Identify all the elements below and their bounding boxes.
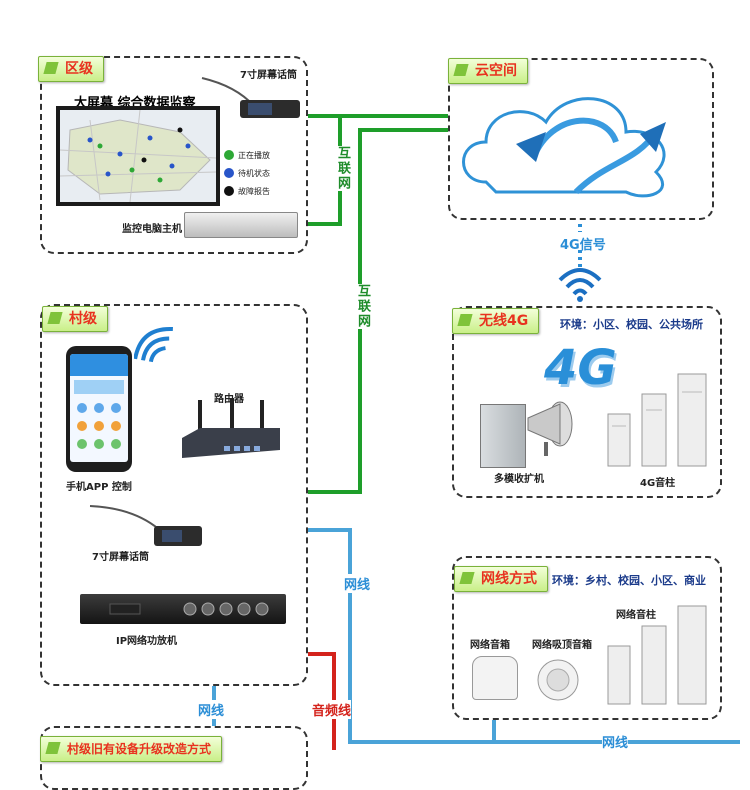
- ceiling-speaker-icon: [537, 659, 579, 701]
- phone-screen: [70, 354, 128, 462]
- lan-label-3: 网线: [602, 732, 629, 751]
- network-column-label: 网络音柱: [616, 610, 656, 621]
- legend-dot-black: [224, 186, 234, 196]
- wireless-tag: 无线4G: [452, 308, 540, 334]
- signal-label: 4G信号: [560, 238, 606, 253]
- village-tag: 村级: [42, 306, 108, 332]
- 4g-column-label: 4G音柱: [640, 478, 676, 489]
- wireless-env: 环境：小区、校园、公共场所: [560, 318, 703, 331]
- cloud-icon: [462, 97, 666, 198]
- map-display-icon: [59, 109, 217, 203]
- internet-label-1: 互联网: [333, 146, 352, 191]
- network-speaker-label: 网络音箱: [470, 640, 510, 651]
- phone-banner: [74, 380, 124, 394]
- host-computer-icon: [184, 212, 298, 238]
- router-label: 路由器: [214, 394, 244, 405]
- legend-dot-green: [224, 150, 234, 160]
- district-tag: 区级: [38, 56, 104, 82]
- status-legend: 正在播放 待机状态 故障报告: [224, 146, 270, 200]
- legend-text-fault: 故障报告: [238, 186, 270, 196]
- router-icon: [182, 398, 280, 458]
- receiver-box-icon: [480, 404, 526, 468]
- receiver-label: 多模收扩机: [494, 474, 544, 485]
- legend-dot-blue: [224, 168, 234, 178]
- network-column-speakers-icon: [607, 605, 707, 705]
- legend-item-playing: 正在播放: [224, 146, 270, 164]
- wifi-signal-icon: [558, 268, 602, 302]
- host-label: 监控电脑主机: [122, 224, 182, 235]
- upgrade-tag: 村级旧有设备升级改造方式: [40, 736, 223, 762]
- monitor-screen: [56, 106, 220, 206]
- amplifier-knobs-icon: [109, 602, 269, 616]
- lan-label-1: 网线: [344, 574, 371, 593]
- phone-header: [70, 354, 128, 376]
- legend-text-standby: 待机状态: [238, 168, 270, 178]
- phone-wifi-icon: [134, 327, 173, 363]
- 4g-column-speakers-icon: [607, 373, 707, 467]
- phone-label: 手机APP 控制: [66, 482, 132, 493]
- district-mic-icon: [201, 77, 300, 118]
- lan-label-2: 网线: [198, 700, 225, 719]
- legend-item-fault: 故障报告: [224, 182, 270, 200]
- legend-item-standby: 待机状态: [224, 164, 270, 182]
- amplifier-label: IP网络功放机: [116, 636, 178, 647]
- internet-label-2: 互联网: [353, 284, 372, 329]
- phone-icon: [66, 346, 132, 472]
- horn-speaker-icon: [527, 401, 573, 456]
- legend-text-playing: 正在播放: [238, 150, 270, 160]
- ceiling-speaker-label: 网络吸顶音箱: [532, 640, 592, 651]
- app-grid-icon: [77, 403, 121, 449]
- village-mic-icon: [89, 505, 202, 546]
- 4g-logo: 4G: [544, 340, 617, 396]
- amplifier-icon: [80, 594, 286, 624]
- district-mic-label: 7寸屏幕话筒: [240, 70, 297, 81]
- village-mic-label: 7寸屏幕话筒: [92, 552, 149, 563]
- audio-label: 音频线: [312, 700, 352, 719]
- network-speaker-icon: [472, 656, 518, 700]
- cloud-tag: 云空间: [448, 58, 528, 84]
- network-env: 环境：乡村、校园、小区、商业: [552, 574, 706, 587]
- network-tag: 网线方式: [454, 566, 548, 592]
